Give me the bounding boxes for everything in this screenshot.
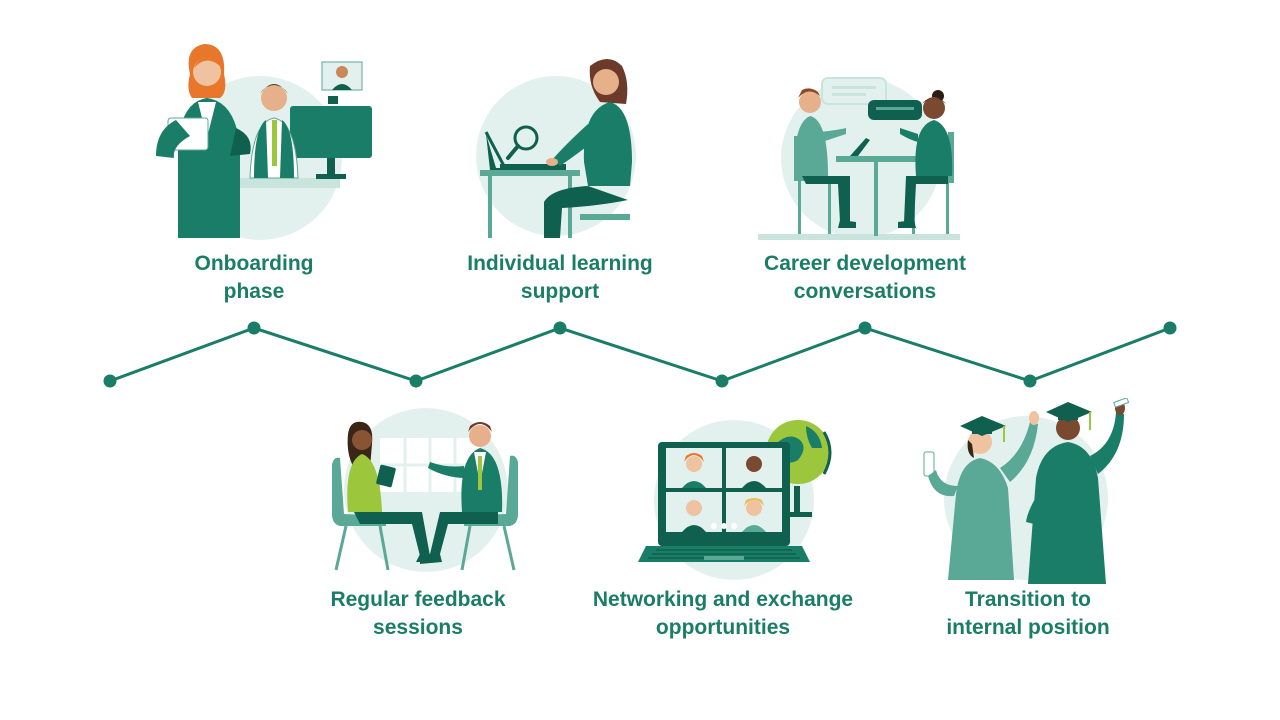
learning-illustration (476, 59, 636, 238)
career-illustration (758, 77, 960, 240)
label-line: opportunities (655, 616, 791, 639)
timeline-node-learning (553, 321, 567, 335)
timeline-node-networking (715, 374, 729, 388)
stage-label-career: Career development conversations (715, 250, 1015, 306)
timeline-node-start (103, 374, 117, 388)
stage-label-networking: Networking and exchange opportunities (573, 586, 873, 642)
graduation-illustration (923, 398, 1130, 584)
label-line: phase (223, 280, 285, 303)
label-line: sessions (373, 616, 463, 639)
label-line: Regular feedback (330, 588, 506, 611)
label-line: Networking and exchange (592, 588, 854, 611)
timeline-node-end (1163, 321, 1177, 335)
timeline-node-transition (1023, 374, 1037, 388)
feedback-illustration (332, 408, 518, 572)
label-line: internal position (946, 616, 1110, 639)
networking-illustration (638, 420, 832, 580)
onboarding-illustration (156, 44, 372, 240)
stage-label-onboarding: Onboarding phase (104, 250, 404, 306)
label-line: Onboarding (194, 252, 314, 275)
timeline-node-onboarding (247, 321, 261, 335)
stage-label-transition: Transition to internal position (878, 586, 1178, 642)
stage-label-feedback: Regular feedback sessions (268, 586, 568, 642)
label-line: support (520, 280, 600, 303)
label-line: conversations (793, 280, 937, 303)
timeline-node-feedback (409, 374, 423, 388)
label-line: Career development (764, 252, 966, 275)
label-line: Individual learning (467, 252, 653, 275)
timeline-node-career (858, 321, 872, 335)
label-line: Transition to (965, 588, 1091, 611)
stage-label-learning: Individual learning support (410, 250, 710, 306)
